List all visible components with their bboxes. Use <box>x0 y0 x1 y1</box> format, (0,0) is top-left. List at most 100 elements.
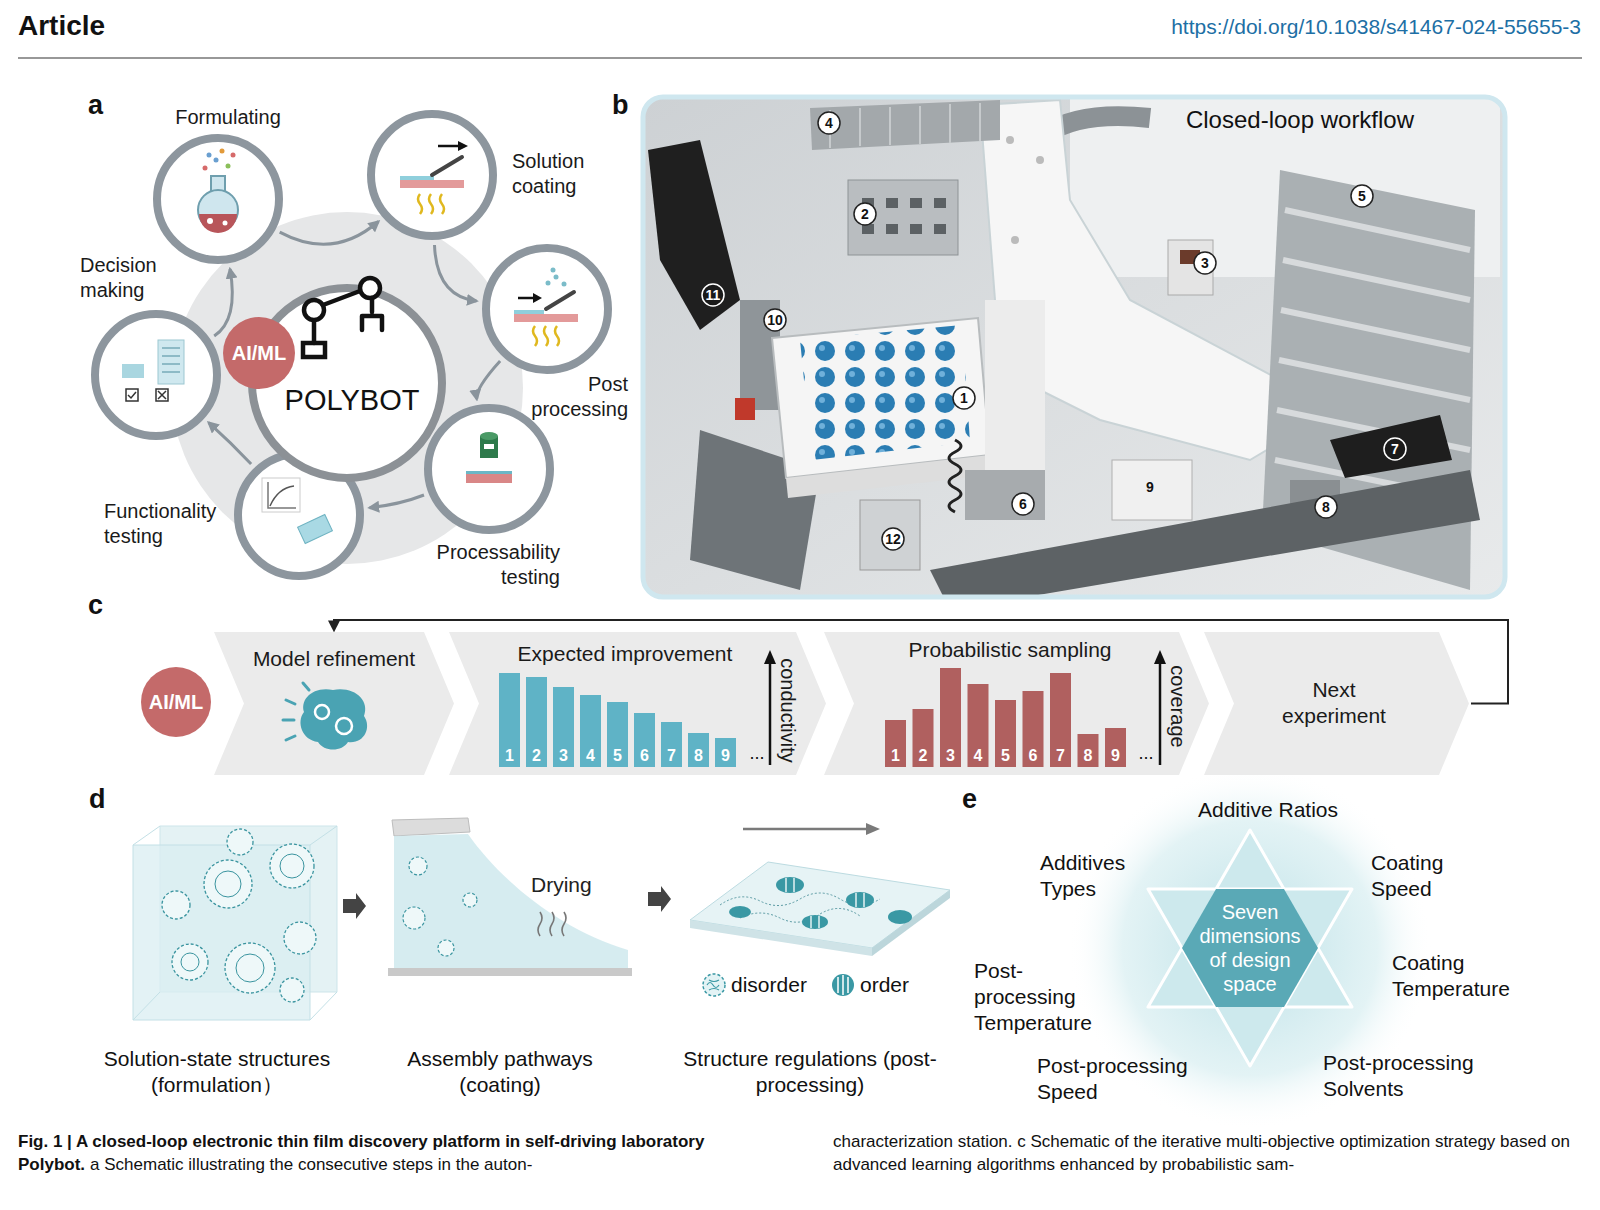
bar-chart-conductivity <box>634 713 655 767</box>
functionality-icon <box>298 515 333 544</box>
caption-text: characterization station. c Schematic of… <box>833 1132 1570 1174</box>
solution-cube <box>310 992 337 1020</box>
bar-index: 5 <box>1001 746 1010 766</box>
solution-cube <box>204 860 252 908</box>
flask-icon <box>207 218 213 224</box>
callout-number: 4 <box>825 114 833 132</box>
dimension-label: Post-processing Solvents <box>1323 1050 1493 1102</box>
decision-icon <box>162 355 180 357</box>
hexagram <box>1148 889 1352 1066</box>
photo-outline <box>643 97 1505 597</box>
robot-arm-icon <box>362 298 382 330</box>
bar-index: 7 <box>1056 746 1065 766</box>
thin-film-sketch <box>872 890 950 956</box>
brain-icon <box>315 705 329 719</box>
figure-caption: Fig. 1 | A closed-loop electronic thin f… <box>18 1130 758 1176</box>
robot-arm-icon <box>304 300 324 320</box>
callout-circle <box>1012 493 1034 515</box>
callout-number: 10 <box>767 311 783 329</box>
stage-caption: Solution-state structures (formulation） <box>77 1046 357 1098</box>
flask-icon <box>231 153 236 158</box>
callout-number: 7 <box>1391 440 1399 458</box>
node-label: AI/ML <box>232 341 286 366</box>
solution-cube <box>162 829 316 1002</box>
bar-index: 2 <box>532 746 541 766</box>
robot-arm-icon <box>303 278 382 357</box>
doi-link: https://doi.org/10.1038/s41467-024-55655… <box>1171 14 1581 40</box>
header-rule <box>18 57 1582 58</box>
step-circle-shape <box>424 404 554 534</box>
post-processing-icon <box>544 326 548 346</box>
solution-cube <box>280 854 304 878</box>
brain-icon <box>336 718 352 734</box>
panel-title: Closed-loop workflow <box>1186 105 1414 135</box>
dimension-label: Post-processing Temperature <box>974 958 1104 1036</box>
node-label: Post processing <box>513 372 628 422</box>
step-circle: Formulating <box>153 134 283 264</box>
bar-index: 1 <box>891 746 900 766</box>
bar-index: 3 <box>559 746 568 766</box>
thin-film-sketch <box>810 916 811 928</box>
coating-icon <box>400 176 434 180</box>
axis-arrow <box>1159 662 1162 765</box>
step-circle: Processability testing <box>424 404 554 534</box>
flask-icon <box>207 153 212 158</box>
bar-index: 2 <box>919 746 928 766</box>
thin-film-sketch <box>690 862 950 948</box>
design-space-hexagon-outline <box>1182 889 1318 1007</box>
thin-film-sketch <box>740 908 860 922</box>
node-label: POLYBOT <box>285 382 420 418</box>
callout-number: 3 <box>1201 254 1209 272</box>
workstation-photo <box>889 107 891 145</box>
workstation-photo <box>985 300 1045 470</box>
flask-icon <box>199 214 237 233</box>
flask-icon <box>203 166 208 171</box>
order-sample <box>832 974 854 996</box>
bar-index: 1 <box>505 746 514 766</box>
connector <box>435 245 477 301</box>
workstation-photo <box>830 103 980 148</box>
order-sample <box>838 975 848 995</box>
solution-cube <box>133 826 160 845</box>
step-circle: Decision making <box>91 310 221 440</box>
step-circle-outline <box>95 314 217 436</box>
flask-icon <box>226 164 231 169</box>
bar-index: 8 <box>694 746 703 766</box>
bar-chart-coverage <box>1105 728 1126 767</box>
legend-sample <box>701 972 727 998</box>
thin-film-sketch <box>855 893 856 907</box>
bar-chart-coverage <box>940 668 961 767</box>
callout-circle <box>818 112 840 134</box>
bar-index: 3 <box>946 746 955 766</box>
process-chevron-outline <box>1204 632 1469 775</box>
bar-chart-conductivity <box>553 687 574 767</box>
brain-icon <box>283 683 309 740</box>
callout-circle <box>1384 438 1406 460</box>
callout-circle <box>702 112 1406 550</box>
brain-icon <box>303 683 309 690</box>
workstation-photo <box>979 103 981 141</box>
callout-circle <box>1315 496 1337 518</box>
node-label: Solution coating <box>512 149 612 199</box>
design-space-hexagon: Seven dimensions of design space <box>1182 889 1318 1007</box>
thin-film-sketch <box>863 893 864 907</box>
bar-chart-coverage <box>1023 691 1044 767</box>
coating-icon <box>458 141 468 151</box>
cycle-ring <box>171 212 523 564</box>
coating-icon <box>440 194 444 214</box>
workstation-photo <box>860 500 920 570</box>
workstation-photo <box>886 224 898 234</box>
solution-cube <box>133 826 337 1020</box>
coating-icon <box>432 157 462 175</box>
stage-caption: Structure regulations (post-processing) <box>660 1046 960 1098</box>
callout-circle <box>953 387 975 409</box>
solution-cube <box>162 891 190 919</box>
functionality-icon <box>262 478 332 543</box>
bar-index: 6 <box>1029 746 1038 766</box>
bar-chart-coverage <box>1078 734 1099 767</box>
solution-cube <box>284 922 316 954</box>
blade-coating-sketch <box>438 940 454 956</box>
workstation-photo <box>930 470 1480 597</box>
